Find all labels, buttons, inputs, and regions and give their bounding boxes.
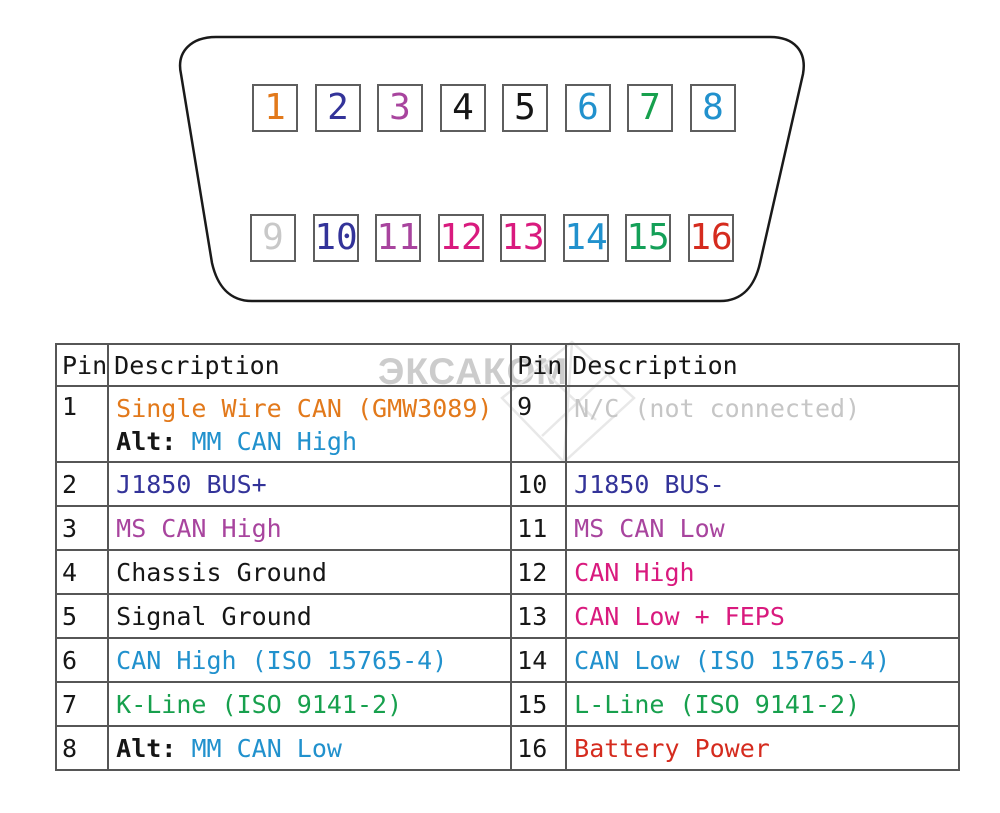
description-cell: CAN High	[565, 549, 961, 595]
connector-pin-11: 11	[375, 214, 421, 262]
description-segment: CAN Low (ISO 15765-4)	[574, 645, 891, 675]
table-row-4-12: 4 Chassis Ground 12 CAN High	[54, 549, 961, 595]
connector-pin-9: 9	[250, 214, 296, 262]
pin-cell: 10	[510, 461, 568, 507]
pin-cell: 5	[54, 593, 110, 639]
description-cell: Alt: MM CAN Low	[107, 725, 513, 771]
obd2-connector-outline	[178, 35, 805, 303]
pin-cell: 11	[510, 505, 568, 551]
pinout-table: Pin Description Pin Description 1 Single…	[54, 343, 961, 771]
pin-cell: 14	[510, 637, 568, 683]
pin-cell: 13	[510, 593, 568, 639]
connector-pin-6: 6	[565, 84, 611, 132]
table-row-7-15: 7 K-Line (ISO 9141-2) 15 L-Line (ISO 914…	[54, 681, 961, 727]
description-segment: N/C (not connected)	[574, 394, 861, 423]
pin-cell: 7	[54, 681, 110, 727]
description-segment: MM CAN Low	[191, 733, 342, 763]
description-cell: Battery Power	[565, 725, 961, 771]
table-row-1-9: 1 Single Wire CAN (GMW3089) Alt: MM CAN …	[54, 385, 961, 463]
header-pin-left: Pin	[54, 343, 110, 387]
table-header-row: Pin Description Pin Description	[54, 343, 961, 387]
description-segment: Alt:	[116, 427, 177, 456]
pin-cell: 3	[54, 505, 110, 551]
description-segment: Chassis Ground	[116, 557, 327, 587]
pin-cell: 6	[54, 637, 110, 683]
connector-pin-1: 1	[252, 84, 298, 132]
description-cell: MS CAN Low	[565, 505, 961, 551]
description-cell: CAN High (ISO 15765-4)	[107, 637, 513, 683]
pin-cell: 12	[510, 549, 568, 595]
connector-pin-12: 12	[438, 214, 484, 262]
description-segment: MS CAN Low	[574, 513, 725, 543]
description-segment: CAN High	[574, 557, 695, 587]
description-segment: J1850 BUS+	[116, 469, 267, 499]
pin-cell: 8	[54, 725, 110, 771]
pin-cell: 2	[54, 461, 110, 507]
description-cell: CAN Low (ISO 15765-4)	[565, 637, 961, 683]
connector-pin-14: 14	[563, 214, 609, 262]
pin-cell: 1	[54, 385, 110, 463]
description-cell: J1850 BUS+	[107, 461, 513, 507]
description-cell: J1850 BUS-	[565, 461, 961, 507]
description-segment: Single Wire CAN (GMW3089)	[116, 394, 493, 423]
connector-pin-3: 3	[377, 84, 423, 132]
table-row-6-14: 6 CAN High (ISO 15765-4) 14 CAN Low (ISO…	[54, 637, 961, 683]
description-cell: Chassis Ground	[107, 549, 513, 595]
connector-pin-7: 7	[627, 84, 673, 132]
table-row-2-10: 2 J1850 BUS+ 10 J1850 BUS-	[54, 461, 961, 507]
description-segment: CAN High (ISO 15765-4)	[116, 645, 448, 675]
description-cell: L-Line (ISO 9141-2)	[565, 681, 961, 727]
table-row-3-11: 3 MS CAN High 11 MS CAN Low	[54, 505, 961, 551]
connector-pin-15: 15	[625, 214, 671, 262]
description-cell: Single Wire CAN (GMW3089) Alt: MM CAN Hi…	[107, 385, 513, 463]
description-segment: MS CAN High	[116, 513, 282, 543]
description-segment: MM CAN High	[191, 427, 358, 456]
description-segment: Battery Power	[574, 733, 770, 763]
pin-cell: 4	[54, 549, 110, 595]
connector-pin-13: 13	[500, 214, 546, 262]
header-desc-left: Description	[107, 343, 513, 387]
connector-pin-5: 5	[502, 84, 548, 132]
pin-cell: 15	[510, 681, 568, 727]
header-pin-right: Pin	[510, 343, 568, 387]
connector-pin-10: 10	[313, 214, 359, 262]
pin-cell: 16	[510, 725, 568, 771]
description-cell: Signal Ground	[107, 593, 513, 639]
connector-pin-4: 4	[440, 84, 486, 132]
table-row-8-16: 8 Alt: MM CAN Low 16 Battery Power	[54, 725, 961, 771]
connector-pin-16: 16	[688, 214, 734, 262]
description-cell: CAN Low + FEPS	[565, 593, 961, 639]
pin-cell: 9	[510, 385, 568, 463]
description-segment: K-Line (ISO 9141-2)	[116, 689, 403, 719]
description-cell: MS CAN High	[107, 505, 513, 551]
connector-pin-8: 8	[690, 84, 736, 132]
description-cell: N/C (not connected)	[565, 385, 961, 463]
description-segment: Alt:	[116, 733, 177, 763]
description-segment: CAN Low + FEPS	[574, 601, 785, 631]
description-segment: L-Line (ISO 9141-2)	[574, 689, 861, 719]
connector-pin-2: 2	[315, 84, 361, 132]
description-segment: J1850 BUS-	[574, 469, 725, 499]
header-desc-right: Description	[565, 343, 961, 387]
table-row-5-13: 5 Signal Ground 13 CAN Low + FEPS	[54, 593, 961, 639]
description-segment: Signal Ground	[116, 601, 312, 631]
description-cell: K-Line (ISO 9141-2)	[107, 681, 513, 727]
